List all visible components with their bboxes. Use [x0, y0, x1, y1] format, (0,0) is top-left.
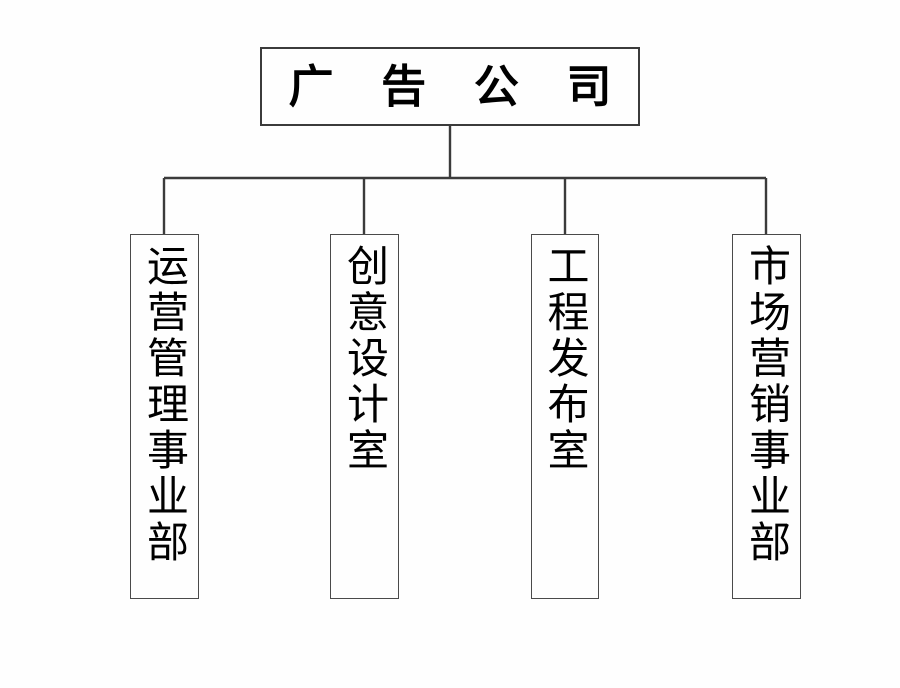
org-node-creative-design-studio[interactable]: 创意设计室 — [330, 234, 399, 599]
org-node-label: 创意设计室 — [340, 244, 390, 474]
org-node-engineering-release-office[interactable]: 工程发布室 — [531, 234, 599, 599]
org-node-root-label: 广 告 公 司 — [288, 60, 628, 113]
org-node-label: 运营管理事业部 — [140, 244, 190, 566]
org-node-label: 市场营销事业部 — [742, 244, 792, 566]
org-node-label: 工程发布室 — [541, 244, 590, 474]
org-node-operations-management-division[interactable]: 运营管理事业部 — [130, 234, 199, 599]
org-node-marketing-division[interactable]: 市场营销事业部 — [732, 234, 801, 599]
org-node-root[interactable]: 广 告 公 司 — [260, 47, 640, 126]
